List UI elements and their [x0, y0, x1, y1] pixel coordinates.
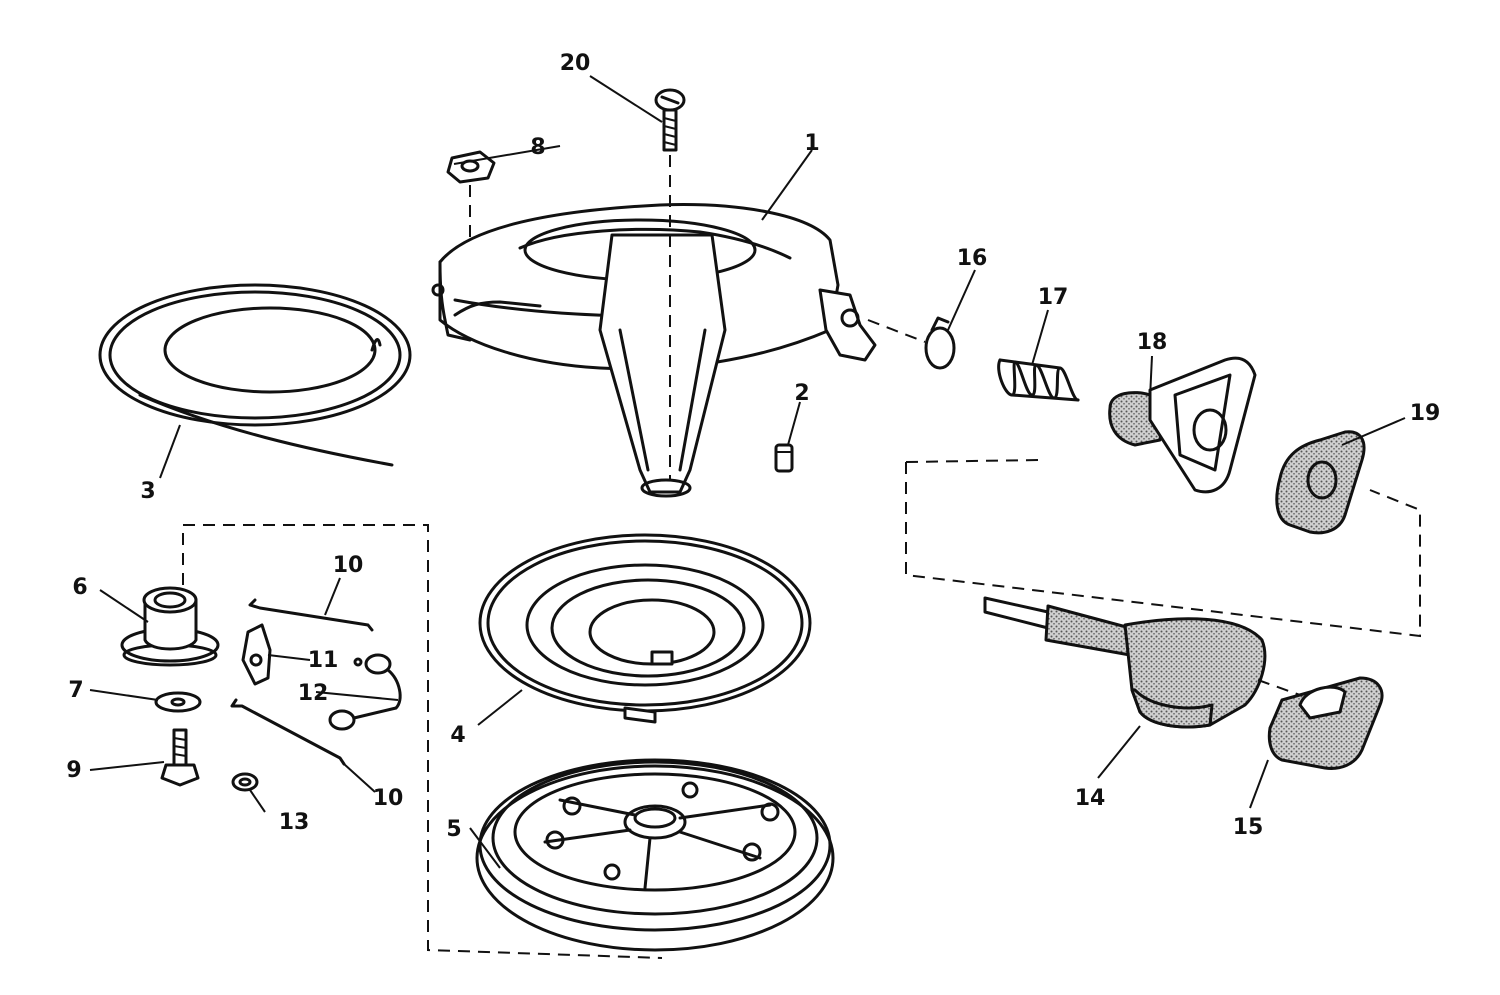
part-20-label: 20 — [560, 51, 591, 76]
part-13-label: 13 — [279, 810, 310, 835]
washer-7 — [154, 691, 202, 713]
spring-17 — [997, 358, 1080, 402]
leader-lines — [89, 75, 1406, 869]
screw-2 — [774, 443, 794, 473]
part-4-label: 4 — [450, 723, 465, 748]
pawl-11 — [241, 623, 272, 686]
hex-nut-8 — [446, 150, 496, 184]
part-11-label: 11 — [308, 648, 339, 673]
part-5-label: 5 — [446, 817, 461, 842]
part-number-labels: 1 2 3 4 5 6 7 8 9 10 10 11 12 13 14 15 1… — [66, 51, 1440, 842]
part-6-label: 6 — [72, 575, 87, 600]
handle-14 — [983, 596, 1267, 729]
part-15-label: 15 — [1233, 815, 1264, 840]
handle-retainer-18 — [1108, 356, 1257, 494]
part-10-bottom-label: 10 — [373, 786, 404, 811]
bolt-9 — [160, 728, 200, 787]
part-12-label: 12 — [298, 681, 329, 706]
rewind-spring-4 — [478, 533, 812, 724]
part-16-label: 16 — [957, 246, 988, 271]
handle-anchor-15 — [1267, 676, 1384, 770]
pulley-5 — [475, 758, 835, 952]
lock-washer-13 — [231, 772, 259, 792]
bushing-6 — [120, 586, 220, 667]
part-10-top-label: 10 — [333, 553, 364, 578]
part-17-label: 17 — [1038, 285, 1069, 310]
part-3-label: 3 — [140, 479, 155, 504]
starter-rope — [98, 283, 412, 467]
part-1-label: 1 — [804, 131, 819, 156]
starter-housing — [431, 203, 877, 498]
clip-ring-16 — [924, 316, 956, 370]
part-7-label: 7 — [68, 678, 83, 703]
link-10-bottom — [230, 698, 346, 766]
part-8-label: 8 — [530, 135, 545, 160]
screw-20 — [654, 88, 686, 152]
pawl-spring-12 — [328, 653, 402, 731]
part-14-label: 14 — [1075, 786, 1106, 811]
link-10-top — [248, 598, 374, 632]
part-9-label: 9 — [66, 758, 81, 783]
part-2-label: 2 — [794, 381, 809, 406]
part-18-label: 18 — [1137, 330, 1168, 355]
handle-cap-19 — [1275, 430, 1366, 535]
part-19-label: 19 — [1410, 401, 1441, 426]
